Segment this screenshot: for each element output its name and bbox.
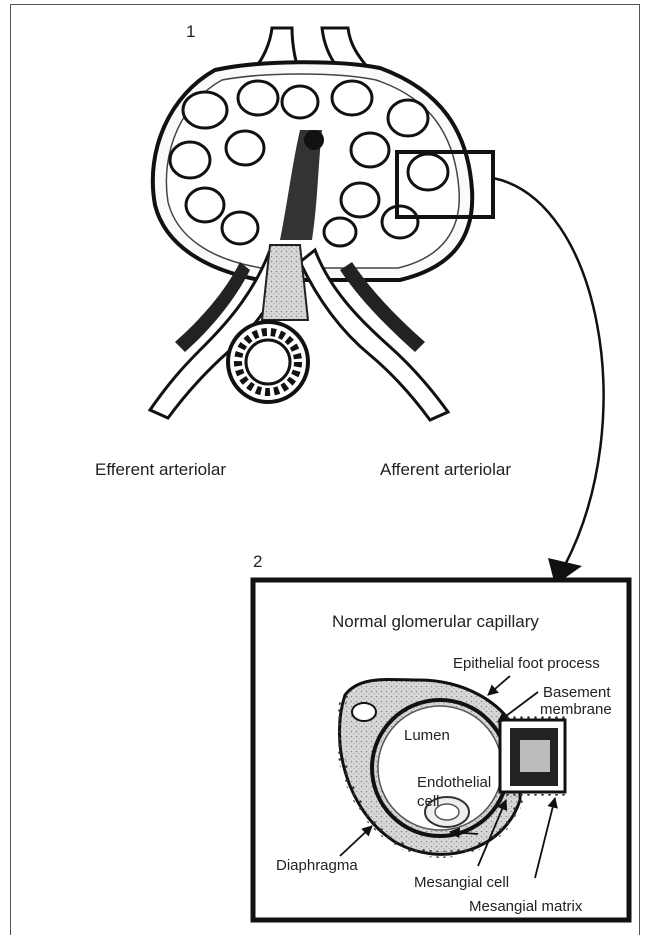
label-cell: cell — [417, 793, 440, 810]
panel-2-title: Normal glomerular capillary — [332, 612, 539, 632]
label-lumen: Lumen — [404, 727, 450, 744]
zoom-arrow — [493, 178, 604, 565]
label-diaphragma: Diaphragma — [276, 857, 358, 874]
glomerulus — [150, 28, 472, 420]
label-membrane: membrane — [540, 701, 612, 718]
panel-2-number: 2 — [253, 552, 262, 572]
label-epithelial-foot-process: Epithelial foot process — [453, 655, 600, 672]
label-endothelial: Endothelial — [417, 774, 491, 791]
panel-1-number: 1 — [186, 22, 195, 42]
efferent-label: Efferent arteriolar — [95, 460, 226, 480]
afferent-label: Afferent arteriolar — [380, 460, 511, 480]
label-mesangial-matrix: Mesangial matrix — [469, 898, 582, 915]
label-mesangial-cell: Mesangial cell — [414, 874, 509, 891]
label-basement: Basement — [543, 684, 611, 701]
